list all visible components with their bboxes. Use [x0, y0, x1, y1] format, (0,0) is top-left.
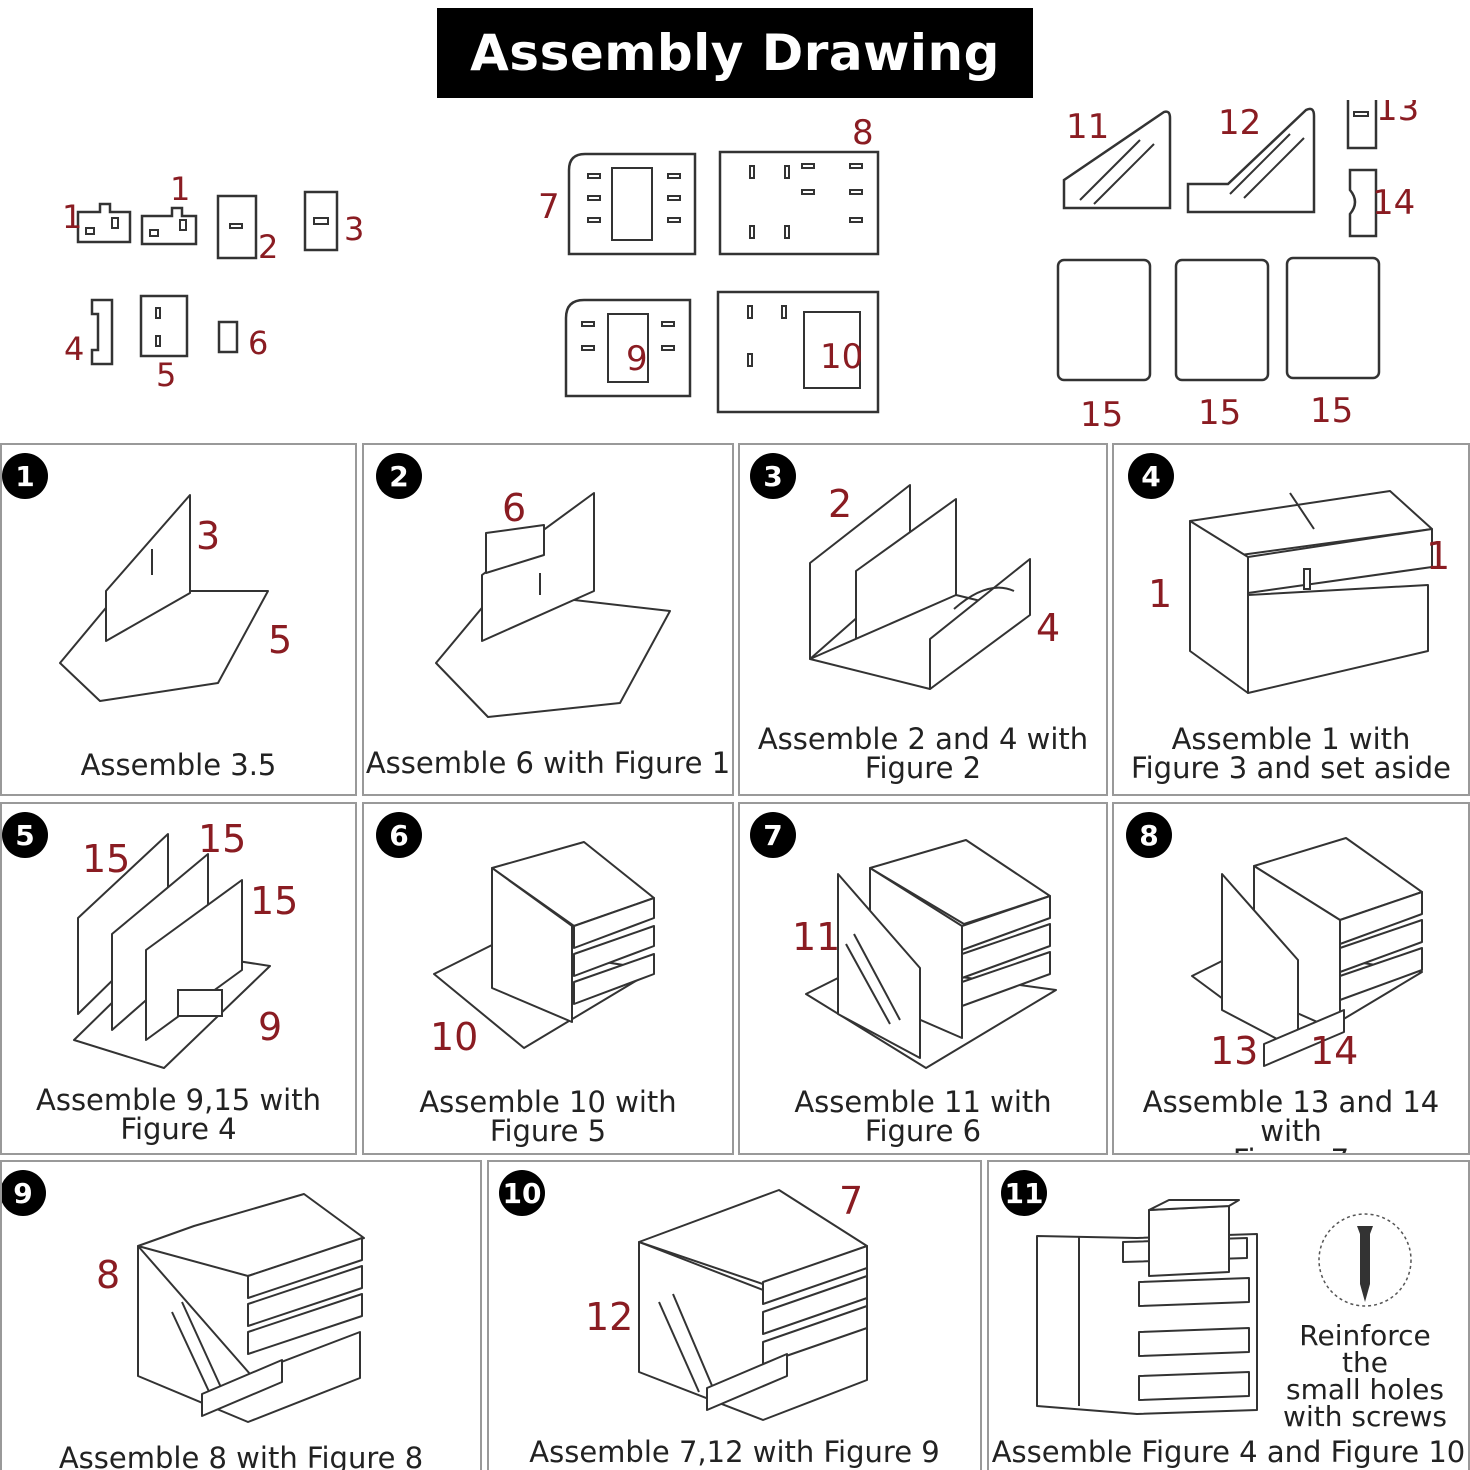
step-label: 7	[839, 1179, 863, 1223]
part-label-2: 2	[258, 228, 278, 266]
step-caption: Assemble 6 with Figure 1	[365, 746, 731, 780]
part-15-a	[1056, 258, 1152, 382]
part-9	[564, 298, 692, 398]
step-caption: Assemble 7,12 with Figure 9	[529, 1435, 940, 1469]
step-label: 5	[268, 618, 292, 662]
part-3	[303, 190, 339, 252]
step-label: 2	[828, 482, 852, 526]
part-label-3: 3	[344, 210, 364, 248]
step-caption: Assemble 1 with Figure 3 and set aside	[1131, 722, 1451, 785]
step-label: 1	[1426, 534, 1450, 578]
step-4: 4 1 1 Assemble 1 with Figure 3 and set a…	[1112, 443, 1470, 796]
step-badge: 1	[2, 453, 48, 499]
part-label-6: 6	[248, 324, 268, 362]
part-5	[139, 294, 189, 358]
part-label-7: 7	[538, 187, 560, 227]
part-label-1b: 1	[170, 170, 190, 208]
step-10: 10 7 12 Assemble 7,12 with Figure 9	[487, 1160, 982, 1470]
step-badge: 9	[2, 1170, 46, 1216]
part-label-14: 14	[1372, 183, 1415, 223]
part-13	[1346, 100, 1378, 150]
part-12	[1186, 107, 1316, 214]
step-badge: 6	[376, 812, 422, 858]
step-label: 15	[82, 837, 130, 881]
step-caption: Assemble 9,15 with Figure 4	[36, 1083, 321, 1146]
part-1-a	[76, 202, 132, 244]
step-caption: Assemble 13 and 14 with Figure 7	[1142, 1085, 1440, 1154]
part-label-15c: 15	[1310, 391, 1353, 431]
step-badge: 11	[1001, 1170, 1047, 1216]
part-6	[217, 320, 239, 354]
part-8	[718, 150, 880, 256]
step-label: 14	[1310, 1029, 1358, 1073]
part-label-4: 4	[64, 330, 84, 368]
step-caption: Assemble 11 with Figure 6	[794, 1085, 1052, 1148]
step-label: 10	[430, 1015, 478, 1059]
part-label-12: 12	[1218, 103, 1261, 143]
part-10	[716, 290, 880, 414]
step-badge: 7	[750, 812, 796, 858]
screw-note: Reinforce the small holes with screws	[1283, 1319, 1447, 1433]
step-badge: 8	[1126, 812, 1172, 858]
step-label: 8	[96, 1253, 120, 1297]
step-label: 11	[792, 915, 840, 959]
part-label-1a: 1	[62, 198, 82, 236]
part-label-9: 9	[626, 339, 648, 379]
step-label: 6	[502, 486, 526, 530]
step-caption: Assemble 10 with Figure 5	[419, 1085, 677, 1148]
part-2	[216, 194, 258, 260]
step-label: 9	[258, 1005, 282, 1049]
step-label: 4	[1036, 606, 1060, 650]
step-6: 6 10 Assemble 10 with Figure 5	[362, 802, 734, 1155]
step-badge: 5	[2, 812, 48, 858]
part-14	[1348, 168, 1378, 238]
part-11	[1062, 110, 1172, 210]
part-4	[90, 298, 114, 366]
step-caption: Assemble 8 with Figure 8	[58, 1441, 424, 1470]
parts-overview: 1 1 2 3 4 5 6 7 8 9 10 11 12 13 14 15 15…	[62, 100, 1419, 435]
step-3: 3 2 4 Assemble 2 and 4 with Figure 2	[738, 443, 1108, 796]
step-label: 13	[1210, 1029, 1258, 1073]
part-7	[567, 152, 697, 256]
step-7: 7 11 Assemble 11 with Figure 6	[738, 802, 1108, 1155]
step-9: 9 8 Assemble 8 with Figure 8	[0, 1160, 482, 1470]
part-1-b	[140, 206, 198, 246]
step-label: 15	[198, 817, 246, 861]
step-caption: Assemble 3.5	[80, 748, 277, 782]
step-caption: Assemble 2 and 4 with Figure 2	[757, 722, 1089, 785]
step-caption: Assemble Figure 4 and Figure 10	[991, 1435, 1466, 1469]
part-label-13: 13	[1376, 100, 1419, 129]
step-label: 3	[196, 514, 220, 558]
step-label: 1	[1148, 572, 1172, 616]
step-5: 5 15 15 15 9 Assemble 9,15 with Figure 4	[0, 802, 357, 1155]
step-badge: 3	[750, 453, 796, 499]
step-2: 2 6 Assemble 6 with Figure 1	[362, 443, 734, 796]
part-label-8: 8	[852, 113, 874, 153]
step-label: 15	[250, 879, 298, 923]
part-label-5: 5	[156, 356, 176, 394]
part-label-15a: 15	[1080, 395, 1123, 435]
part-label-15b: 15	[1198, 393, 1241, 433]
step-badge: 2	[376, 453, 422, 499]
step-badge: 10	[499, 1170, 545, 1216]
page-title: Assembly Drawing	[437, 8, 1033, 98]
step-label: 12	[585, 1295, 633, 1339]
step-11: 11 Reinforce the small holes with screws…	[987, 1160, 1470, 1470]
step-badge: 4	[1128, 453, 1174, 499]
part-15-b	[1174, 258, 1270, 382]
part-15-c	[1285, 256, 1381, 380]
part-label-11: 11	[1066, 107, 1109, 147]
step-1: 1 3 5 Assemble 3.5	[0, 443, 357, 796]
part-label-10: 10	[820, 337, 863, 377]
step-8: 8 13 14 Assemble 13 and 14 with Figure 7	[1112, 802, 1470, 1155]
